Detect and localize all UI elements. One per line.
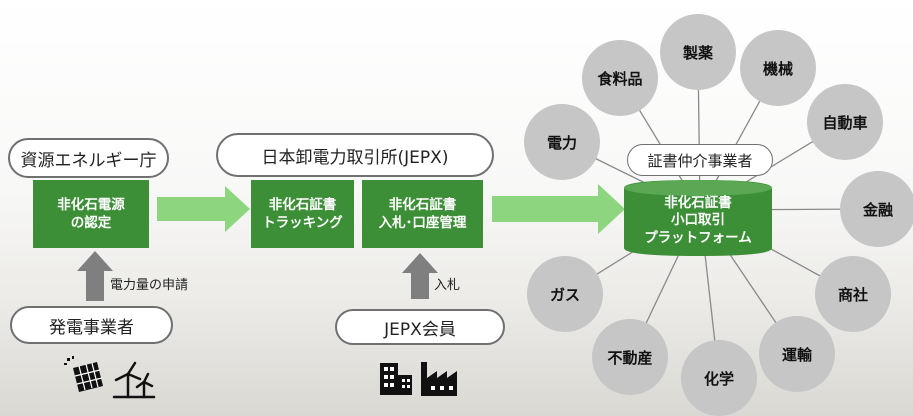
up-arrow-generator <box>77 251 113 301</box>
jepx-pill: 日本卸電力取引所(JEPX) <box>216 133 494 177</box>
wind-turbine-icon <box>112 361 156 399</box>
tracking-line-2: トラッキング <box>262 215 343 231</box>
buyer-label: 化学 <box>703 369 734 388</box>
buyer-label: 製薬 <box>682 43 713 62</box>
broker-label: 証書仲介事業者 <box>647 151 753 170</box>
generator-label: 発電事業者 <box>49 317 134 338</box>
bid-label: 入札 <box>434 278 461 293</box>
buyer-pharma: 製薬 <box>660 14 736 90</box>
jepx-member-pill: JEPX会員 <box>335 309 505 345</box>
buyer-trading: 商社 <box>815 256 891 332</box>
platform-line-3: プラットフォーム <box>644 229 752 246</box>
buyer-label: ガス <box>549 285 580 304</box>
flow-arrow-1 <box>157 186 250 232</box>
buyer-chemical: 化学 <box>681 340 757 416</box>
platform-line-1: 非化石証書 <box>664 194 732 211</box>
buyer-label: 自動車 <box>822 113 868 132</box>
cert-source-line-1: 非化石電源 <box>57 196 125 213</box>
cert-source-line-2: の認定 <box>70 215 112 231</box>
buyer-label: 電力 <box>546 133 577 152</box>
buyer-label: 不動産 <box>607 348 653 367</box>
platform-line-2: 小口取引 <box>671 212 725 229</box>
building-icon <box>380 363 412 395</box>
flow-arrow-2 <box>492 184 625 234</box>
jepx-label: 日本卸電力取引所(JEPX) <box>261 147 449 168</box>
up-arrow-member <box>402 253 438 299</box>
factory-icon <box>421 362 457 396</box>
agency-label: 資源エネルギー庁 <box>20 150 157 171</box>
bidding-box: 非化石証書 入札･口座管理 <box>362 180 483 248</box>
buyer-label: 運輸 <box>781 345 812 364</box>
buyer-automobile: 自動車 <box>807 84 883 160</box>
buyer-machinery: 機械 <box>740 30 816 106</box>
tracking-box: 非化石証書 トラッキング <box>251 180 354 248</box>
cert-source-box: 非化石電源 の認定 <box>33 180 149 248</box>
request-label: 電力量の申請 <box>110 278 189 293</box>
bidding-line-2: 入札･口座管理 <box>378 215 467 231</box>
generator-pill: 発電事業者 <box>10 306 173 344</box>
tracking-line-1: 非化石証書 <box>268 196 337 213</box>
buyer-food: 食料品 <box>582 40 658 116</box>
buyer-label: 機械 <box>762 59 793 78</box>
bidding-line-1: 非化石証書 <box>388 196 457 213</box>
buyer-label: 金融 <box>862 200 893 219</box>
buyer-gas: ガス <box>527 256 603 332</box>
platform-cylinder <box>624 180 772 256</box>
platform-text: 非化石証書 小口取引 プラットフォーム <box>622 186 774 256</box>
buyer-electricity: 電力 <box>524 104 600 180</box>
buyer-label: 食料品 <box>597 69 643 88</box>
solar-panel-icon <box>64 356 103 392</box>
agency-pill: 資源エネルギー庁 <box>8 138 169 178</box>
buyer-label: 商社 <box>837 285 868 304</box>
buyer-transport: 運輸 <box>759 316 835 392</box>
buyer-finance: 金融 <box>840 171 913 247</box>
jepx-member-label: JEPX会員 <box>384 319 456 340</box>
broker-pill: 証書仲介事業者 <box>627 144 773 176</box>
buyer-real-estate: 不動産 <box>592 319 668 395</box>
